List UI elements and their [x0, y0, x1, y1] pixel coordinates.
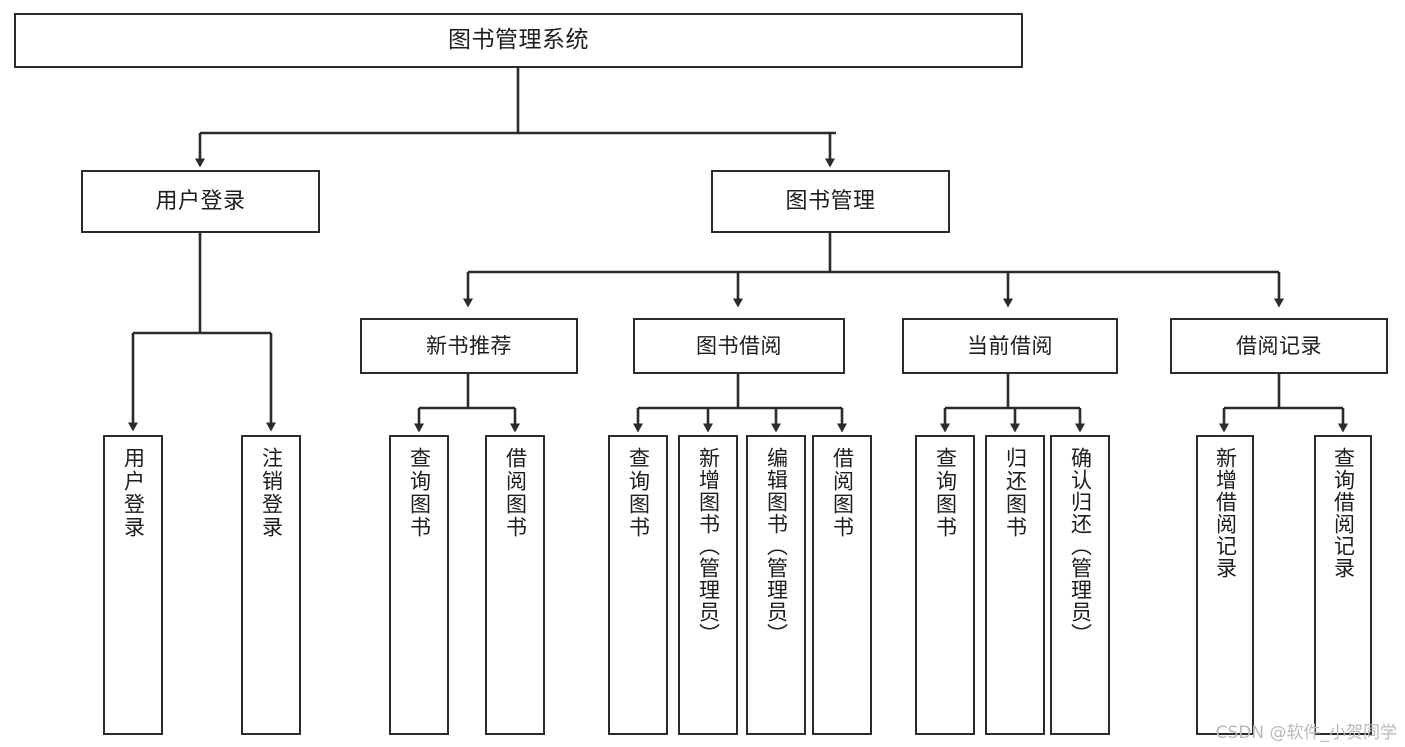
edges-root-to-level2 — [195, 68, 836, 168]
node-label: 当前借阅 — [967, 333, 1053, 358]
leaf-user-login-signin[interactable]: 用户登录 — [103, 435, 163, 735]
node-book-management[interactable]: 图书管理 — [711, 170, 950, 233]
node-label: 查询图书 — [407, 447, 432, 539]
node-user-login[interactable]: 用户登录 — [81, 170, 320, 233]
node-label: 新书推荐 — [426, 333, 512, 358]
leaf-current-borrow-query[interactable]: 查询图书 — [915, 435, 975, 735]
leaf-borrow-record-query[interactable]: 查询借阅记录 — [1314, 435, 1372, 735]
edges-bookborrow-to-leaves — [633, 374, 847, 433]
node-label: 查询图书 — [933, 447, 958, 539]
node-label: 图书管理系统 — [448, 27, 589, 54]
leaf-new-book-query[interactable]: 查询图书 — [389, 435, 449, 735]
node-label: 借阅记录 — [1236, 333, 1322, 358]
leaf-user-login-signout[interactable]: 注销登录 — [241, 435, 301, 735]
edges-newbook-to-leaves — [414, 374, 520, 433]
leaf-book-borrow-query[interactable]: 查询图书 — [608, 435, 668, 735]
node-label: 注销登录 — [259, 447, 284, 539]
node-label: 图书借阅 — [696, 333, 782, 358]
leaf-book-borrow-borrow[interactable]: 借阅图书 — [812, 435, 872, 735]
node-label: 新增借阅记录 — [1213, 447, 1238, 579]
node-label: 查询借阅记录 — [1331, 447, 1356, 579]
edges-bookmgmt-to-level3 — [463, 233, 1284, 308]
leaf-borrow-record-add[interactable]: 新增借阅记录 — [1196, 435, 1254, 735]
node-label: 新增图书（管理员） — [696, 447, 721, 645]
leaf-book-borrow-add[interactable]: 新增图书（管理员） — [678, 435, 738, 735]
edges-borrowrecord-to-leaves — [1219, 374, 1348, 433]
node-label: 归还图书 — [1003, 447, 1028, 539]
leaf-current-borrow-return[interactable]: 归还图书 — [985, 435, 1045, 735]
edges-userlogin-to-leaves — [128, 233, 276, 432]
node-borrow-record[interactable]: 借阅记录 — [1170, 318, 1388, 374]
node-new-book-recommend[interactable]: 新书推荐 — [360, 318, 578, 374]
node-label: 图书管理 — [785, 188, 876, 214]
node-label: 编辑图书（管理员） — [764, 447, 789, 645]
csdn-watermark: CSDN @软件_小贺同学 — [1215, 723, 1397, 743]
node-label: 用户登录 — [121, 447, 146, 539]
node-label: 借阅图书 — [830, 447, 855, 539]
leaf-current-borrow-confirm[interactable]: 确认归还（管理员） — [1050, 435, 1110, 735]
node-current-borrow[interactable]: 当前借阅 — [902, 318, 1118, 374]
node-book-borrow[interactable]: 图书借阅 — [633, 318, 845, 374]
node-root-system[interactable]: 图书管理系统 — [14, 13, 1023, 68]
edges-currentborrow-to-leaves — [940, 374, 1085, 433]
node-label: 借阅图书 — [503, 447, 528, 539]
leaf-new-book-borrow[interactable]: 借阅图书 — [485, 435, 545, 735]
node-label: 用户登录 — [155, 188, 246, 214]
node-label: 查询图书 — [626, 447, 651, 539]
leaf-book-borrow-edit[interactable]: 编辑图书（管理员） — [746, 435, 806, 735]
node-label: 确认归还（管理员） — [1068, 447, 1093, 645]
